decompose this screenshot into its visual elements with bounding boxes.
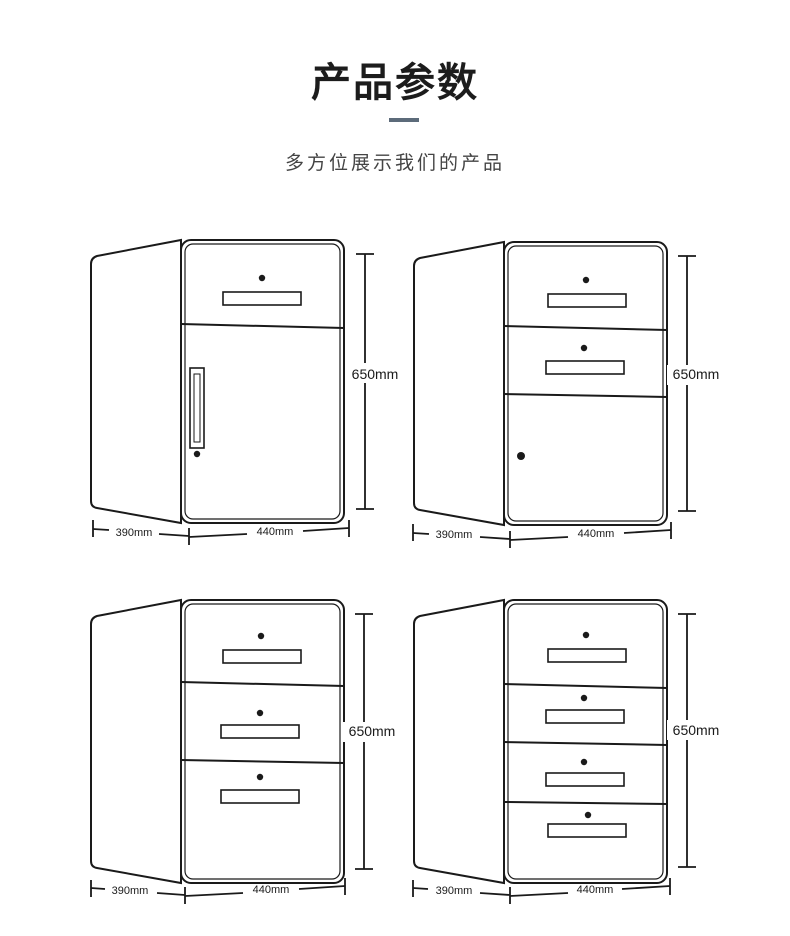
cabinet-2-drawing: 650mm 390mm 440mm — [412, 240, 723, 548]
cabinet-3-drawing: 650mm 390mm 440mm — [90, 598, 401, 904]
depth-label: 390mm — [436, 529, 473, 541]
page-subtitle: 多方位展示我们的产品 — [284, 152, 505, 174]
depth-label: 390mm — [112, 885, 149, 897]
title-underline — [389, 118, 419, 122]
page-title: 产品参数 — [311, 60, 479, 106]
width-label: 440mm — [257, 526, 294, 538]
width-label: 440mm — [253, 884, 290, 896]
width-label: 440mm — [577, 884, 614, 896]
cabinet-4-drawing: 650mm 390mm 440mm — [412, 598, 723, 904]
height-label: 650mm — [352, 366, 399, 382]
height-label: 650mm — [673, 722, 720, 738]
height-label: 650mm — [673, 366, 720, 382]
height-label: 650mm — [349, 723, 396, 739]
cabinet-diagram-4: 650mm 390mm 440mm — [408, 598, 790, 928]
width-label: 440mm — [578, 528, 615, 540]
cabinet-diagram-3: 650mm 390mm 440mm — [85, 598, 480, 928]
cabinet-diagram-1: 650mm 390mm 440mm — [85, 238, 480, 568]
depth-label: 390mm — [436, 885, 473, 897]
cabinet-1-drawing: 650mm 390mm 440mm — [90, 238, 403, 545]
cabinet-diagram-2: 650mm 390mm 440mm — [408, 240, 790, 570]
depth-label: 390mm — [116, 527, 153, 539]
